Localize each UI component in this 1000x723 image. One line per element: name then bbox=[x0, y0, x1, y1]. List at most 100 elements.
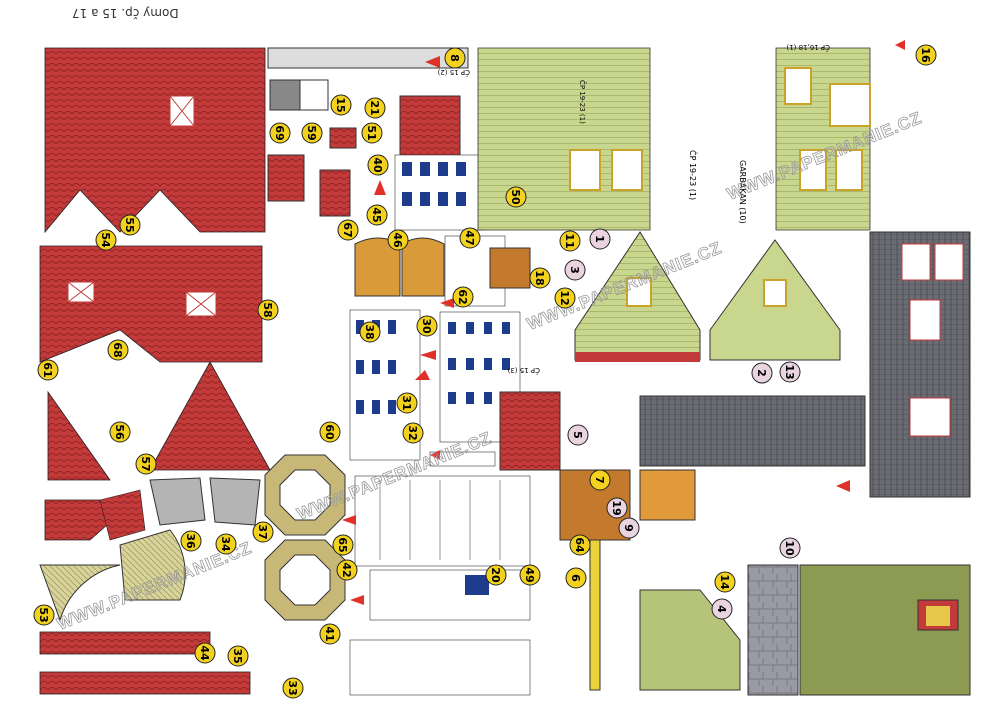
part-label: ČP 15 (2) bbox=[437, 68, 470, 77]
part-number-badge: 42 bbox=[336, 559, 358, 581]
part-label: ČP 19-23 (1) bbox=[578, 80, 587, 124]
part-number-badge: 11 bbox=[559, 230, 581, 252]
part-number: 33 bbox=[286, 680, 299, 695]
part-number-badge: 54 bbox=[95, 229, 117, 251]
part-number: 3 bbox=[568, 266, 581, 274]
roof-ridge-strip bbox=[39, 671, 251, 695]
part-number: 65 bbox=[336, 537, 349, 552]
part-number: 11 bbox=[563, 233, 576, 248]
part-number-badge: 67 bbox=[337, 219, 359, 241]
part-number: 54 bbox=[99, 232, 112, 248]
part-number: 41 bbox=[323, 626, 336, 641]
green-facade bbox=[477, 47, 651, 231]
part-number: 53 bbox=[37, 607, 50, 622]
part-number-badge: 7 bbox=[589, 469, 611, 491]
part-number: 7 bbox=[593, 476, 606, 484]
wooden-door bbox=[354, 237, 401, 297]
part-number-badge: 45 bbox=[366, 204, 388, 226]
stair-fan-grey bbox=[149, 477, 206, 526]
stair-fan bbox=[119, 529, 186, 601]
part-number-badge: 32 bbox=[402, 422, 424, 444]
part-number: 64 bbox=[573, 537, 586, 553]
part-number: 46 bbox=[391, 232, 404, 248]
roof-gable bbox=[149, 361, 271, 471]
stair-fan bbox=[39, 564, 121, 622]
part-number-badge: 12 bbox=[554, 287, 576, 309]
part-number-badge: 51 bbox=[361, 122, 383, 144]
part-number-badge: 5 bbox=[567, 424, 589, 446]
part-number-badge: 36 bbox=[180, 530, 202, 552]
part-number-badge: 47 bbox=[459, 227, 481, 249]
part-number-badge: 69 bbox=[269, 122, 291, 144]
part-number-badge: 68 bbox=[107, 339, 129, 361]
part-number-badge: 61 bbox=[37, 359, 59, 381]
part-number: 56 bbox=[113, 424, 126, 440]
part-number-badge: 4 bbox=[711, 598, 733, 620]
part-number: 50 bbox=[509, 189, 522, 205]
part-number: 31 bbox=[400, 395, 413, 410]
part-number-badge: 16 bbox=[915, 44, 937, 66]
roof-ridge-strip bbox=[39, 631, 211, 655]
part-number-badge: 60 bbox=[319, 421, 341, 443]
part-number: 16 bbox=[919, 47, 932, 63]
part-number-badge: 64 bbox=[569, 534, 591, 556]
roof-gable bbox=[47, 390, 111, 481]
part-number-badge: 38 bbox=[359, 321, 381, 343]
part-number: 59 bbox=[305, 125, 318, 140]
part-number: 20 bbox=[489, 567, 502, 583]
stone-base bbox=[747, 564, 799, 696]
part-number-badge: 6 bbox=[565, 567, 587, 589]
part-number-badge: 49 bbox=[519, 564, 541, 586]
part-number: 12 bbox=[558, 290, 571, 305]
stair-fan-grey bbox=[209, 477, 261, 526]
part-number-badge: 14 bbox=[714, 571, 736, 593]
part-number: 49 bbox=[523, 567, 536, 582]
roof-panel bbox=[39, 245, 263, 363]
part-number-badge: 30 bbox=[416, 315, 438, 337]
part-number: 30 bbox=[420, 318, 433, 334]
part-number: 44 bbox=[198, 645, 211, 661]
part-label: ČP 19-23 (1) bbox=[688, 150, 699, 200]
part-number: 40 bbox=[371, 157, 384, 173]
part-number: 21 bbox=[368, 100, 381, 115]
window-grid bbox=[349, 154, 531, 696]
part-number-badge: 53 bbox=[33, 604, 55, 626]
slate-roof bbox=[639, 395, 866, 467]
part-number: 13 bbox=[783, 364, 796, 379]
part-number: 51 bbox=[365, 125, 378, 140]
part-number: 32 bbox=[406, 425, 419, 440]
part-number-badge: 37 bbox=[252, 521, 274, 543]
part-number: 58 bbox=[261, 302, 274, 317]
part-label: ČP 16,18 (1) bbox=[786, 43, 830, 52]
part-number-badge: 33 bbox=[282, 677, 304, 699]
part-number-badge: 62 bbox=[452, 286, 474, 308]
part-number: 37 bbox=[256, 524, 269, 539]
part-number-badge: 41 bbox=[319, 623, 341, 645]
part-number: 10 bbox=[783, 540, 796, 556]
part-number-badge: 40 bbox=[367, 154, 389, 176]
part-number-badge: 2 bbox=[751, 362, 773, 384]
part-number: 67 bbox=[341, 222, 354, 237]
part-number-badge: 18 bbox=[529, 267, 551, 289]
part-number: 15 bbox=[334, 97, 347, 112]
part-label: ČP 15 (3) bbox=[507, 366, 540, 375]
part-number-badge: 15 bbox=[330, 94, 352, 116]
part-number: 61 bbox=[41, 362, 54, 377]
part-number-badge: 56 bbox=[109, 421, 131, 443]
part-number-badge: 19 bbox=[606, 497, 628, 519]
roof-panel bbox=[44, 47, 266, 234]
part-number-badge: 9 bbox=[618, 517, 640, 539]
part-number: 4 bbox=[715, 605, 728, 613]
part-number-badge: 44 bbox=[194, 642, 216, 664]
part-number-badge: 34 bbox=[215, 533, 237, 555]
wooden-door bbox=[401, 237, 445, 297]
part-number: 18 bbox=[533, 270, 546, 285]
part-number: 19 bbox=[610, 500, 623, 515]
part-number-badge: 59 bbox=[301, 122, 323, 144]
part-number: 55 bbox=[123, 217, 136, 232]
part-number-badge: 1 bbox=[589, 228, 611, 250]
part-number: 69 bbox=[273, 125, 286, 140]
part-number: 2 bbox=[755, 369, 768, 377]
part-number: 8 bbox=[448, 54, 461, 62]
